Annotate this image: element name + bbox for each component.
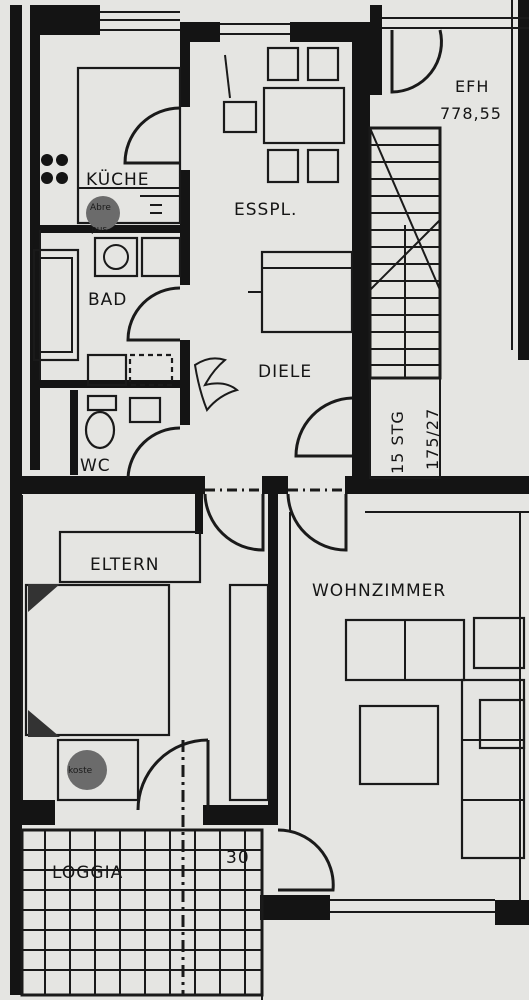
labels: KÜCHE ESSPL. BAD DIELE WC ELTERN WOHNZIM…	[52, 77, 502, 883]
dimension-label: 30	[226, 848, 250, 868]
overlay-dot-lower	[67, 750, 107, 790]
staircase	[368, 126, 442, 479]
overlay-dot-upper	[86, 196, 120, 230]
stair-ratio: 175/27	[423, 408, 442, 470]
level-label: EFH	[455, 77, 489, 96]
furniture	[24, 46, 526, 860]
loggia-grid	[20, 740, 264, 1000]
stair-steps: 15 STG	[388, 410, 407, 474]
walls	[10, 0, 529, 995]
overlay-dots: Abre pus koste	[67, 196, 120, 790]
doors	[123, 29, 443, 892]
level-value: 778,55	[440, 104, 502, 123]
room-label-wc: WC	[80, 456, 111, 476]
room-label-loggia: LOGGIA	[52, 863, 123, 883]
overlay-dot-upper-text: Abre	[90, 203, 111, 213]
room-label-hall: DIELE	[258, 362, 312, 382]
room-label-bath: BAD	[88, 290, 127, 310]
room-label-living: WOHNZIMMER	[312, 581, 446, 601]
overlay-dot-upper-subtext: pus	[91, 225, 107, 235]
room-label-parents: ELTERN	[90, 555, 160, 575]
overlay-dot-lower-text: koste	[68, 766, 93, 776]
room-label-dining: ESSPL.	[234, 200, 297, 220]
room-label-kitchen: KÜCHE	[86, 168, 150, 190]
